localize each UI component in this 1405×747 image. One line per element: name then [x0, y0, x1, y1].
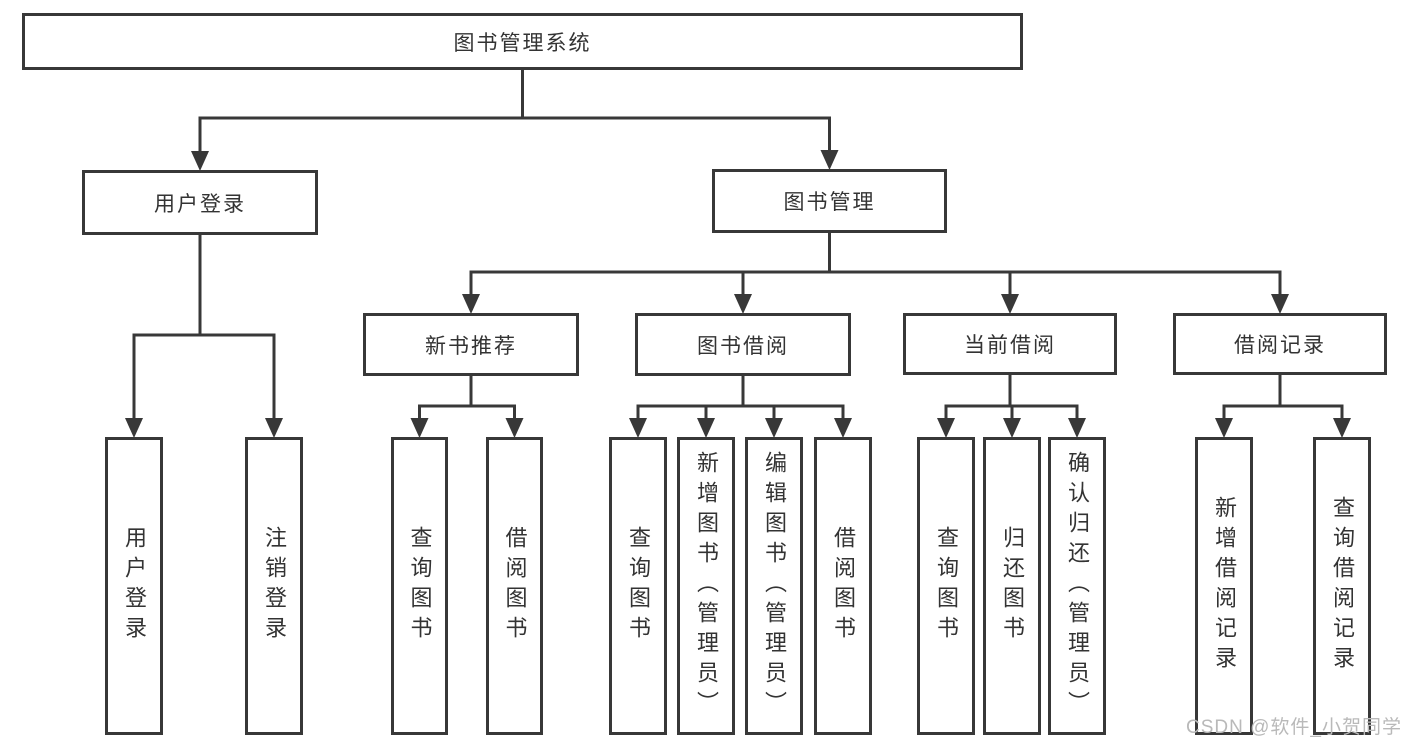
node-cb-query-label: 查询图书: [934, 526, 959, 646]
arrow-down-icon: [1068, 418, 1086, 438]
node-cb-return-label: 归还图书: [1000, 526, 1025, 646]
node-borrowrecords-label: 借阅记录: [1234, 334, 1326, 357]
node-user-login: 用户登录: [105, 437, 163, 735]
arrow-down-icon: [937, 418, 955, 438]
arrow-down-icon: [697, 418, 715, 438]
arrow-down-icon: [1001, 294, 1019, 314]
node-bb-borrow: 借阅图书: [814, 437, 872, 735]
node-currentborrow-label: 当前借阅: [964, 334, 1056, 357]
node-cb-query: 查询图书: [917, 437, 975, 735]
node-bb-borrow-label: 借阅图书: [831, 526, 856, 646]
node-user-login-label: 用户登录: [122, 526, 147, 646]
node-borrowrecords: 借阅记录: [1173, 313, 1387, 375]
arrow-down-icon: [765, 418, 783, 438]
node-br-query-label: 查询借阅记录: [1330, 496, 1355, 676]
arrow-down-icon: [410, 418, 429, 438]
arrow-down-icon: [125, 418, 143, 438]
node-nb-borrow-label: 借阅图书: [502, 526, 528, 646]
node-mgmt-label: 图书管理: [783, 191, 876, 214]
arrow-down-icon: [820, 150, 839, 170]
node-newbooks-label: 新书推荐: [425, 334, 517, 358]
node-cb-return: 归还图书: [983, 437, 1041, 735]
arrow-down-icon: [834, 418, 852, 438]
node-bb-query-label: 查询图书: [626, 526, 651, 646]
node-bb-edit-label: 编辑图书（管理员）: [762, 451, 787, 721]
node-bookborrow: 图书借阅: [635, 313, 851, 376]
node-bb-add-label: 新增图书（管理员）: [694, 451, 719, 721]
node-currentborrow: 当前借阅: [903, 313, 1117, 375]
arrow-down-icon: [1333, 418, 1351, 438]
node-bookborrow-label: 图书借阅: [697, 334, 789, 358]
arrow-down-icon: [1215, 418, 1233, 438]
node-cb-confirm: 确认归还（管理员）: [1048, 437, 1106, 735]
node-br-add: 新增借阅记录: [1195, 437, 1253, 735]
node-cb-confirm-label: 确认归还（管理员）: [1065, 451, 1090, 721]
node-bb-query: 查询图书: [609, 437, 667, 735]
node-logout: 注销登录: [245, 437, 303, 735]
node-nb-query-label: 查询图书: [407, 526, 433, 646]
arrow-down-icon: [265, 418, 283, 438]
node-login-label: 用户登录: [154, 192, 246, 216]
node-br-add-label: 新增借阅记录: [1212, 496, 1237, 676]
node-br-query: 查询借阅记录: [1313, 437, 1371, 735]
arrow-down-icon: [462, 294, 480, 314]
node-login: 用户登录: [82, 170, 318, 235]
node-bb-edit: 编辑图书（管理员）: [745, 437, 803, 735]
watermark: CSDN @软件_小贺同学: [1186, 717, 1402, 738]
arrow-down-icon: [629, 418, 647, 438]
node-logout-label: 注销登录: [262, 526, 287, 646]
arrow-down-icon: [1271, 294, 1289, 314]
arrow-down-icon: [505, 418, 524, 438]
node-nb-borrow: 借阅图书: [486, 437, 543, 735]
arrow-down-icon: [734, 294, 752, 314]
node-root: 图书管理系统: [22, 13, 1023, 70]
node-root-label: 图书管理系统: [453, 31, 592, 55]
node-bb-add: 新增图书（管理员）: [677, 437, 735, 735]
arrow-down-icon: [191, 151, 209, 171]
node-nb-query: 查询图书: [391, 437, 448, 735]
node-newbooks: 新书推荐: [363, 313, 579, 376]
node-mgmt: 图书管理: [712, 169, 947, 233]
arrow-down-icon: [1003, 418, 1021, 438]
